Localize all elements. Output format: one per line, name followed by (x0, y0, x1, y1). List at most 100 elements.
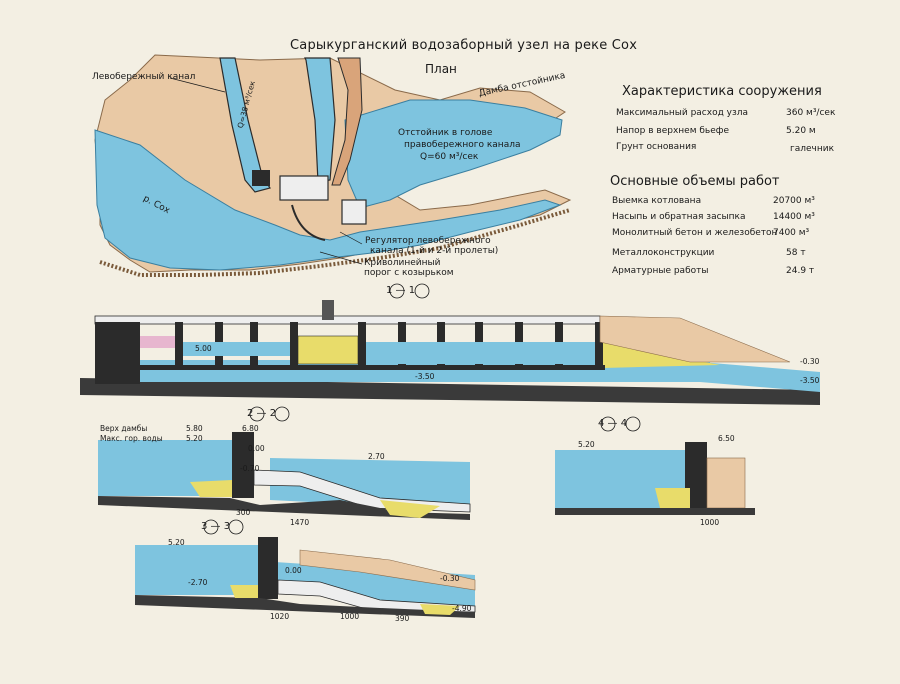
sec44-pier (685, 442, 707, 508)
s11-el-m030: -0.30 (800, 357, 820, 366)
sec11-yellow-block (297, 335, 359, 365)
page-title: Сарыкурганский водозаборный узел на реке… (290, 38, 638, 53)
sec11-tail-water (700, 362, 820, 392)
s44-el-650: 6.50 (718, 434, 735, 443)
s22-dim-300: 300 (236, 508, 251, 517)
works-value: 24.9 т (786, 266, 815, 276)
spec-value: галечник (790, 144, 835, 154)
sec11-ground (80, 378, 820, 405)
s44-dim-1000: 1000 (700, 518, 720, 527)
label-sill-2: порог с козырьком (364, 268, 454, 278)
label-settler-2: правобережного канала (404, 140, 521, 150)
works-label: Насыпь и обратная засыпка (612, 212, 746, 222)
sec11-deck (94, 315, 601, 325)
leader-left-canal (169, 77, 226, 93)
leader-regulator (339, 231, 363, 245)
sec11-marker-a (389, 283, 405, 299)
sec11-crane (322, 300, 334, 320)
works-value: 20700 м³ (773, 196, 815, 206)
s33-el-m030: -0.30 (440, 574, 460, 583)
works-value: 58 т (786, 248, 806, 258)
s22-el-270: 2.70 (368, 452, 385, 461)
leader-sill (319, 251, 363, 265)
spec-value: 5.20 м (786, 126, 816, 136)
s22-el-680: 6.80 (242, 424, 259, 433)
sec22-gravel (190, 480, 440, 518)
sec11-slab (140, 365, 605, 370)
spec-heading: Характеристика сооружения (622, 84, 822, 99)
sec11-embankment (599, 315, 791, 363)
section-3-3 (135, 519, 476, 618)
plan-dam-strip (331, 57, 363, 186)
s22-el-000: 0.00 (248, 444, 265, 453)
section-4-4-label: 4 — 4 (598, 418, 628, 429)
plan-view (94, 54, 572, 277)
s22-dim-1470: 1470 (290, 518, 310, 527)
sec33-gravel (230, 585, 460, 615)
s11-el-500: 5.00 (195, 344, 212, 353)
works-value: 14400 м³ (773, 212, 815, 222)
spec-value: 360 м³/сек (786, 108, 836, 118)
page-subtitle: План (425, 62, 457, 76)
sec44-marker-b (625, 416, 641, 432)
s33-el-000: 0.00 (285, 566, 302, 575)
sec22-pier (232, 432, 254, 498)
label-settler-3: Q=60 м³/сек (420, 152, 479, 162)
section-4-4 (555, 416, 755, 515)
s33-el-m270: -2.70 (188, 578, 208, 587)
s11-el-m350b: -3.50 (415, 372, 435, 381)
sec33-marker-b (228, 519, 244, 535)
sec22-ground (98, 496, 470, 520)
works-value: 7400 м³ (773, 228, 810, 238)
s11-el-m350: -3.50 (800, 376, 820, 385)
section-1-1-label: 1 — 1 (386, 285, 416, 296)
spec-label: Грунт основания (616, 142, 697, 152)
s22-dam-top-val: 5.80 (186, 424, 203, 433)
s44-el-520: 5.20 (578, 440, 595, 449)
plan-regulator (341, 199, 367, 225)
label-sill-1: Криволинейный (364, 258, 441, 268)
sec44-marker-a (600, 416, 616, 432)
sec11-blue-bays (183, 342, 290, 356)
label-settler-1: Отстойник в голове (398, 128, 493, 138)
plan-head-structure (279, 175, 329, 201)
sec44-gravel (655, 488, 690, 508)
s22-el-m070: -0.70 (240, 464, 260, 473)
spec-label: Максимальный расход узла (616, 108, 749, 118)
s33-el-m490: -4.90 (452, 604, 472, 613)
sec11-blue-bays-2 (366, 342, 595, 364)
sec33-pier (258, 537, 278, 599)
s22-dam-top: Верх дамбы (100, 424, 148, 433)
section-1-1 (80, 283, 820, 405)
s33-dim-1000: 1000 (340, 612, 360, 621)
section-3-3-label: 3 — 3 (201, 521, 231, 532)
sec44-backfill (706, 457, 746, 509)
s33-el-520: 5.20 (168, 538, 185, 547)
sec11-marker-b (414, 283, 430, 299)
sec22-marker-a (249, 406, 265, 422)
sec44-ground (555, 508, 755, 515)
plan-left-sluice (252, 170, 270, 186)
sec11-pink-bay (140, 336, 175, 348)
s33-dim-390: 390 (395, 614, 410, 623)
spec-row: Напор в верхнем бьефе (616, 126, 729, 136)
s22-max-level-val: 5.20 (186, 434, 203, 443)
sec33-marker-a (203, 519, 219, 535)
label-regulator-2: канала (1-й и 2-й пролеты) (370, 246, 499, 256)
sec11-abutment (95, 322, 140, 384)
sec22-apron (253, 469, 471, 513)
works-label: Металлоконструкции (612, 248, 715, 258)
works-label: Монолитный бетон и железобетон (612, 228, 778, 238)
label-left-canal: Левобережный канал (92, 72, 196, 82)
label-regulator-1: Регулятор левобережного (365, 236, 491, 246)
sec33-earth (299, 549, 476, 591)
spec-row: Грунт основания (616, 142, 696, 152)
works-label: Арматурные работы (612, 266, 709, 276)
s33-dim-1020: 1020 (270, 612, 290, 621)
works-label: Выемка котлована (612, 196, 702, 206)
sec33-ground (135, 595, 475, 618)
plan-river (94, 129, 562, 271)
sec22-marker-b (274, 406, 290, 422)
plan-left-canal (219, 57, 271, 193)
